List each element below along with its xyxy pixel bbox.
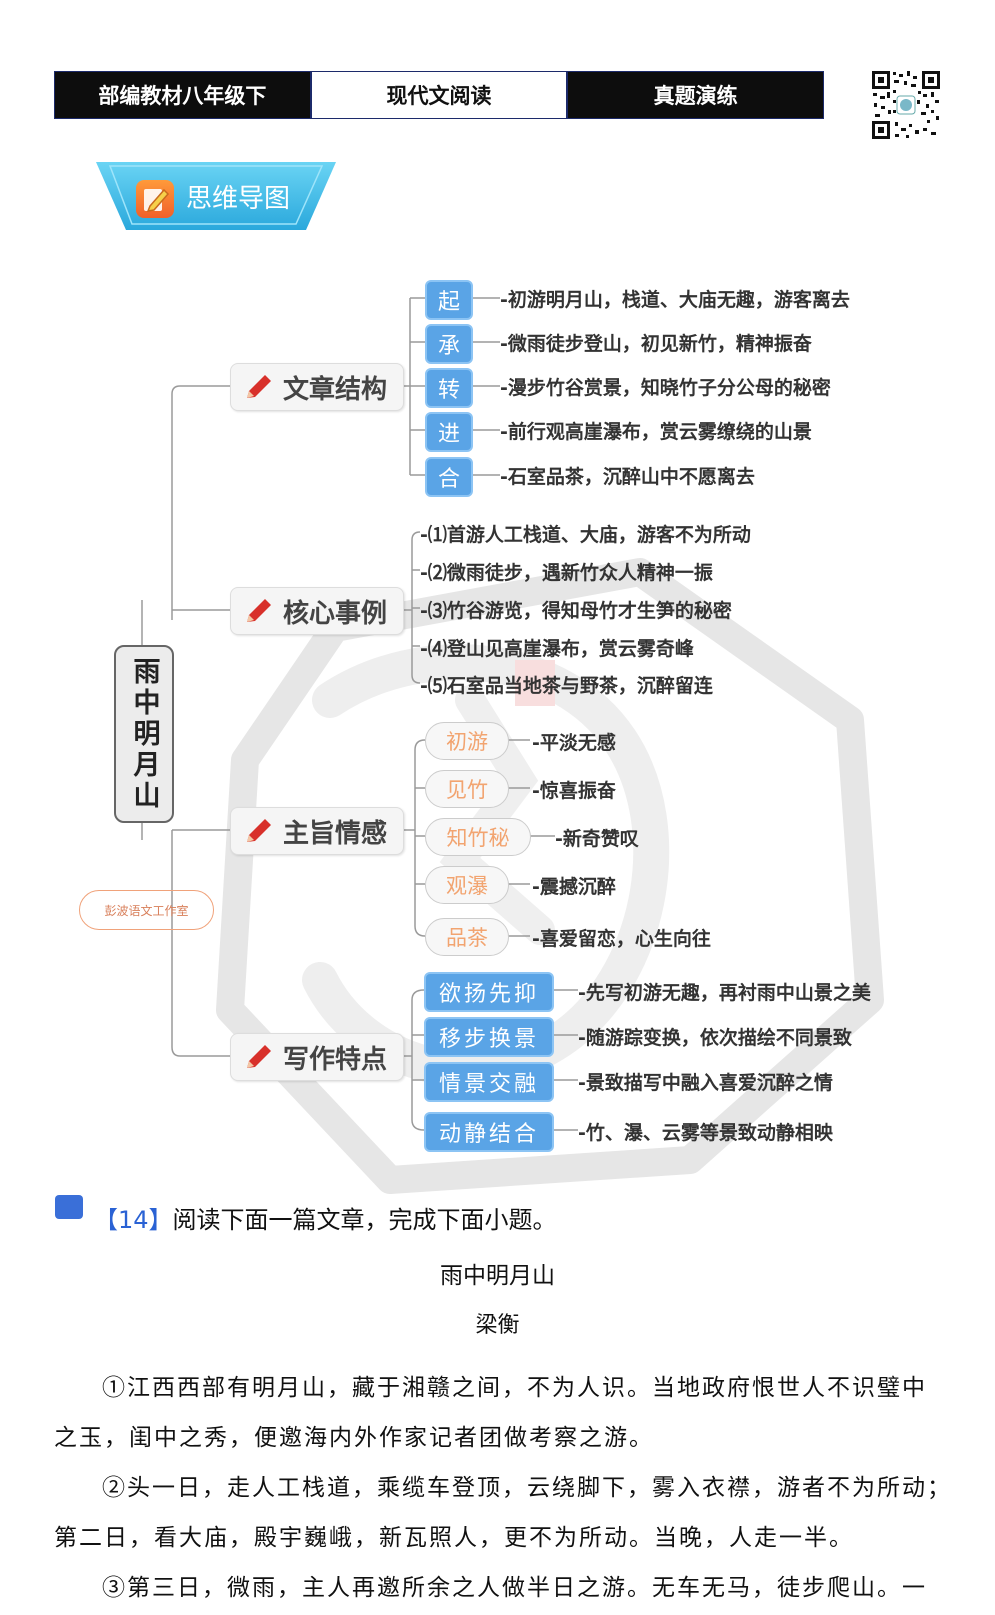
emotion-leaf-1: -平淡无感 [532, 732, 616, 754]
emotion-node-3: 知竹秘 [425, 818, 531, 856]
events-leaf-1: -⑴首游人工栈道、大庙，游客不为所动 [420, 524, 751, 546]
pencil-icon [247, 375, 271, 398]
writing-node-3: 情景交融 [424, 1062, 554, 1102]
article-line-2: 之玉，闺中之秀，便邀海内外作家记者团做考察之游。 [54, 1425, 654, 1451]
writing-leaf-4: -竹、瀑、云雾等景致动静相映 [578, 1122, 833, 1144]
structure-leaf-3: -漫步竹谷赏景，知晓竹子分公母的秘密 [500, 377, 831, 399]
emotion-leaf-4: -震撼沉醉 [532, 876, 616, 898]
structure-leaf-4: -前行观高崖瀑布，赏云雾缭绕的山景 [500, 421, 812, 443]
events-leaf-2: -⑵微雨徒步，遇新竹众人精神一振 [420, 562, 713, 584]
article-line-1: ①江西西部有明月山，藏于湘赣之间，不为人识。当地政府恨世人不识璧中 [102, 1375, 927, 1401]
structure-node-5: 合 [425, 457, 473, 497]
article-title: 雨中明月山 [440, 1263, 555, 1289]
events-leaf-4: -⑷登山见高崖瀑布，赏云雾奇峰 [420, 638, 694, 660]
writing-leaf-2: -随游踪变换，依次描绘不同景致 [578, 1027, 852, 1049]
question-text: 阅读下面一篇文章，完成下面小题。 [172, 1206, 557, 1234]
studio-badge: 彭波语文工作室 [79, 890, 214, 930]
branch-structure: 文章结构 [230, 363, 404, 411]
header-grade: 部编教材八年级下 [55, 72, 310, 118]
branch-writing: 写作特点 [230, 1033, 404, 1081]
question-number: 【14】 [94, 1206, 173, 1234]
mindmap-root: 雨中明月山 [114, 645, 174, 823]
qr-code-icon [871, 70, 941, 140]
article-line-4: 第二日，看大庙，殿宇巍峨，新瓦照人，更不为所动。当晚，人走一半。 [54, 1525, 854, 1551]
header-section: 现代文阅读 [309, 72, 569, 118]
branch-emotion-label: 主旨情感 [283, 818, 388, 849]
emotion-node-1: 初游 [425, 722, 509, 760]
branch-events: 核心事例 [230, 587, 404, 635]
header-bar: 部编教材八年级下 现代文阅读 真题演练 [54, 71, 824, 119]
branch-writing-label: 写作特点 [283, 1044, 388, 1075]
pencil-icon [247, 599, 271, 622]
mindmap-edit-icon [136, 180, 174, 218]
mindmap-root-label: 雨中明月山 [128, 656, 160, 812]
emotion-leaf-5: -喜爱留恋，心生向往 [532, 928, 711, 950]
structure-leaf-1: -初游明月山，栈道、大庙无趣，游客离去 [500, 289, 850, 311]
writing-node-1: 欲扬先抑 [424, 972, 554, 1012]
structure-leaf-5: -石室品茶，沉醉山中不愿离去 [500, 466, 755, 488]
emotion-leaf-2: -惊喜振奋 [532, 780, 616, 802]
writing-leaf-3: -景致描写中融入喜爱沉醉之情 [578, 1072, 833, 1094]
article-author: 梁衡 [475, 1313, 520, 1338]
writing-leaf-1: -先写初游无趣，再衬雨中山景之美 [578, 982, 871, 1004]
emotion-node-2: 见竹 [425, 770, 509, 808]
article-line-5: ③第三日，微雨，主人再邀所余之人做半日之游。无车无马，徒步爬山。一 [102, 1575, 927, 1601]
writing-node-4: 动静结合 [424, 1112, 554, 1152]
branch-emotion: 主旨情感 [230, 807, 404, 855]
branch-events-label: 核心事例 [283, 598, 388, 629]
question-flag-icon [55, 1195, 83, 1219]
structure-leaf-2: -微雨徒步登山，初见新竹，精神振奋 [500, 333, 812, 355]
branch-structure-label: 文章结构 [283, 374, 388, 405]
structure-node-2: 承 [425, 324, 473, 364]
pencil-icon [247, 1045, 271, 1068]
events-leaf-3: -⑶竹谷游览，得知母竹才生笋的秘密 [420, 600, 732, 622]
emotion-node-4: 观瀑 [425, 866, 509, 904]
article-line-3: ②头一日，走人工栈道，乘缆车登顶，云绕脚下，雾入衣襟，游者不为所动； [102, 1475, 952, 1501]
pencil-icon [247, 819, 271, 842]
mindmap-tab-label: 思维导图 [186, 184, 291, 214]
header-practice: 真题演练 [568, 72, 824, 118]
question-prompt: 【14】阅读下面一篇文章，完成下面小题。 [94, 1200, 557, 1235]
writing-node-2: 移步换景 [424, 1017, 554, 1057]
emotion-leaf-3: -新奇赞叹 [555, 828, 639, 850]
structure-node-1: 起 [425, 280, 473, 320]
events-leaf-5: -⑸石室品当地茶与野茶，沉醉留连 [420, 675, 713, 697]
structure-node-4: 进 [425, 412, 473, 452]
emotion-node-5: 品茶 [425, 918, 509, 956]
structure-node-3: 转 [425, 368, 473, 408]
